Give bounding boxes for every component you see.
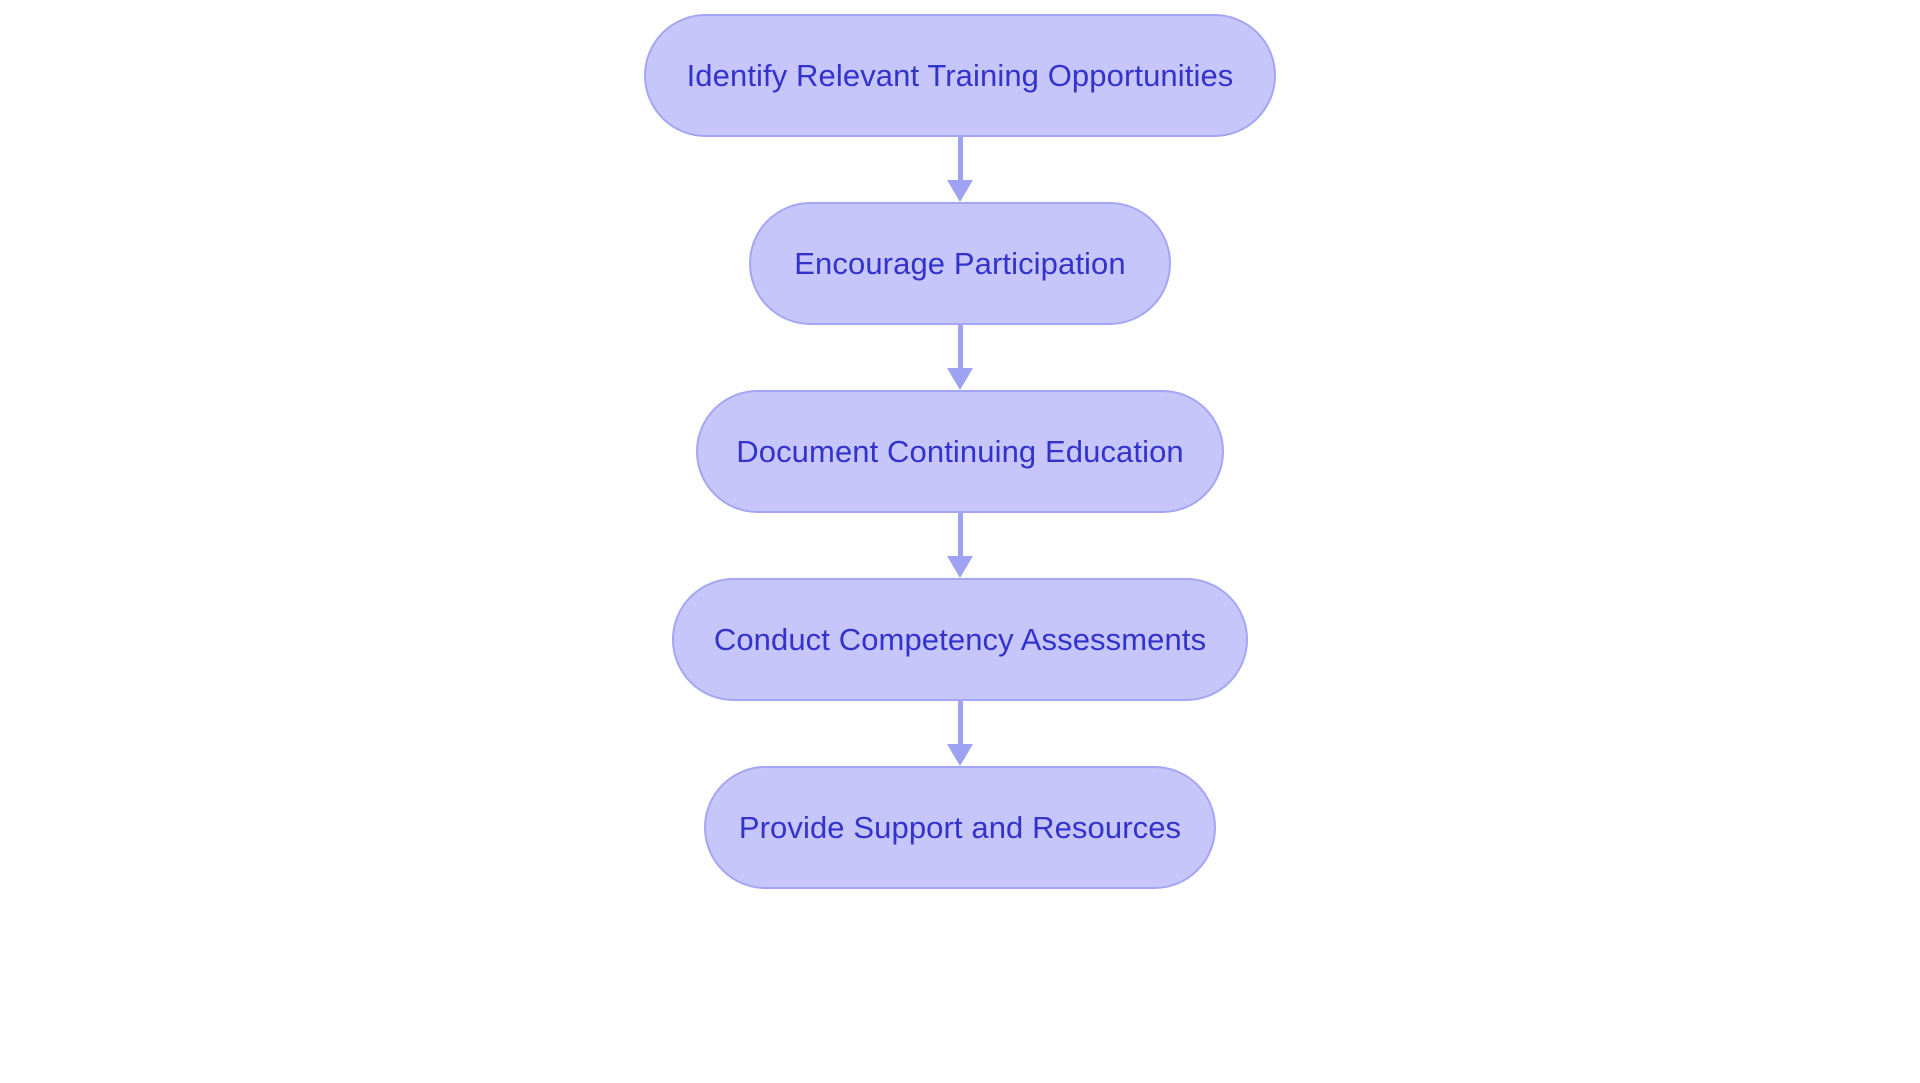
arrow-shaft	[957, 701, 963, 744]
arrow-down-icon	[947, 744, 973, 766]
flow-arrow-3	[945, 513, 975, 578]
arrow-down-icon	[947, 556, 973, 578]
flow-node-conduct-competency-assessments[interactable]: Conduct Competency Assessments	[672, 578, 1248, 701]
flow-node-label: Identify Relevant Training Opportunities	[686, 57, 1234, 93]
arrow-shaft	[957, 513, 963, 556]
arrow-shaft	[957, 325, 963, 368]
arrow-down-icon	[947, 180, 973, 202]
flow-arrow-2	[945, 325, 975, 390]
flow-arrow-4	[945, 701, 975, 766]
flow-arrow-1	[945, 137, 975, 202]
flow-node-label: Provide Support and Resources	[738, 809, 1182, 845]
flow-node-label: Encourage Participation	[794, 245, 1126, 281]
arrow-shaft	[957, 137, 963, 180]
flow-node-document-continuing-education[interactable]: Document Continuing Education	[696, 390, 1224, 513]
arrow-down-icon	[947, 368, 973, 390]
flow-node-label: Document Continuing Education	[736, 433, 1184, 469]
flow-node-label: Conduct Competency Assessments	[713, 621, 1207, 657]
flow-node-encourage-participation[interactable]: Encourage Participation	[749, 202, 1171, 325]
flow-node-provide-support-and-resources[interactable]: Provide Support and Resources	[704, 766, 1216, 889]
flow-node-identify-relevant-training-opportunities[interactable]: Identify Relevant Training Opportunities	[644, 14, 1276, 137]
